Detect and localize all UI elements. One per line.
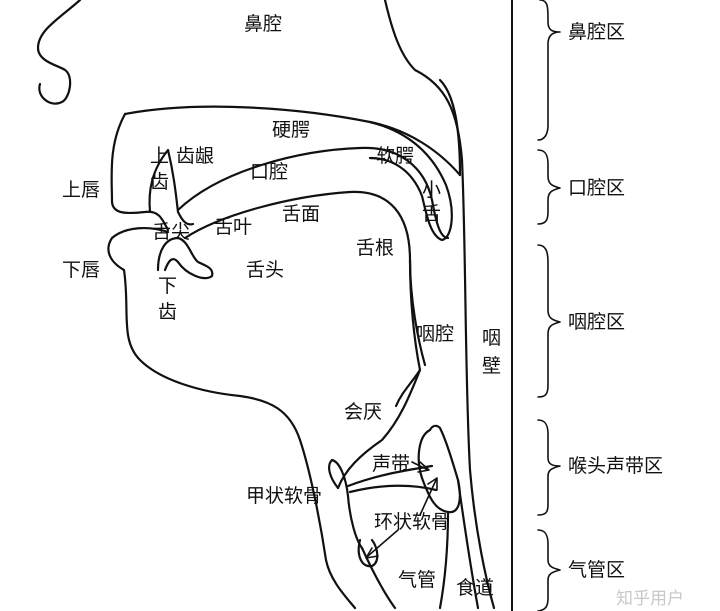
trachea-left-wall (360, 546, 397, 610)
upper-lip-outline (110, 112, 170, 232)
label-vocal-cords: 声带 (372, 453, 410, 475)
brace-oral (537, 149, 561, 225)
thyroid-cartilage-outline (328, 458, 364, 550)
lower-teeth-outline (156, 236, 214, 280)
label-lower-teeth-2: 齿 (158, 301, 177, 323)
anatomy-outline (36, 0, 496, 610)
label-epiglottis: 会厌 (344, 401, 382, 423)
label-upper-lip: 上唇 (62, 179, 100, 201)
arrow-trachea-head (365, 547, 379, 559)
brace-larynx (537, 419, 561, 516)
watermark-text: 知乎用户 (616, 589, 684, 609)
label-cricoid-cartilage: 环状软骨 (374, 511, 450, 533)
nose-outline (36, 0, 82, 105)
tongue-upper-contour (183, 190, 427, 367)
region-labels: 鼻腔区 口腔区 咽腔区 喉头声带区 气管区 (568, 21, 663, 581)
anatomy-labels: 鼻腔 硬腭 上 齿 齿龈 软腭 上唇 口腔 小 舌 舌尖 舌叶 舌面 舌根 下唇… (62, 13, 501, 599)
label-pharynx: 咽腔 (416, 323, 454, 345)
trachea-right-wall (438, 510, 450, 610)
label-hard-palate: 硬腭 (272, 119, 310, 141)
label-lower-teeth-1: 下 (158, 275, 177, 297)
label-tongue-root: 舌根 (356, 237, 394, 259)
label-tongue-tip: 舌尖 (152, 221, 190, 243)
pharynx-front-edge (394, 258, 422, 408)
arrow-trachea (367, 529, 399, 557)
epiglottis-outline (336, 368, 422, 490)
region-brackets (511, 0, 561, 611)
brace-trachea (537, 529, 561, 611)
upper-teeth-outline (148, 148, 195, 226)
brace-pharynx (537, 244, 561, 398)
label-tongue-blade: 舌叶 (214, 216, 252, 238)
arrow-vocal-cords-head (417, 461, 430, 473)
lower-lip-outline (107, 226, 357, 610)
label-uvula-1: 小 (422, 179, 441, 201)
label-upper-teeth-2: 齿 (150, 171, 169, 193)
palate-inner-line (176, 146, 450, 240)
vocal-cords-lower (348, 484, 438, 494)
cricoid-right-outline (417, 424, 461, 514)
label-pharynx-wall-1: 咽 (482, 327, 501, 349)
brace-nasal (537, 0, 561, 141)
arrow-cricoid-head (427, 477, 438, 491)
arrow-vocal-cords (411, 461, 429, 471)
label-lower-lip: 下唇 (62, 259, 100, 281)
arrows (365, 461, 438, 559)
zone-larynx: 喉头声带区 (568, 455, 663, 477)
label-pharynx-wall-2: 壁 (482, 355, 501, 377)
label-thyroid-cartilage: 甲状软骨 (246, 485, 322, 507)
arrow-cricoid (419, 479, 437, 516)
label-soft-palate: 软腭 (376, 145, 414, 167)
zone-trachea: 气管区 (568, 559, 625, 581)
zone-nasal: 鼻腔区 (568, 21, 625, 43)
label-tongue-front: 舌面 (282, 203, 320, 225)
hard-palate-roof (123, 105, 462, 177)
label-upper-teeth-1: 上 (150, 145, 169, 167)
label-uvula-2: 舌 (422, 203, 441, 225)
label-nasal-cavity: 鼻腔 (244, 13, 282, 35)
zone-oral: 口腔区 (568, 177, 625, 199)
label-tongue-body: 舌头 (246, 259, 284, 281)
label-alveolar-ridge: 齿龈 (176, 145, 214, 167)
label-esophagus: 食道 (456, 577, 494, 599)
soft-palate-outline (368, 120, 453, 242)
label-oral-cavity: 口腔 (250, 161, 288, 183)
nasal-roof-line (438, 78, 462, 177)
label-trachea: 气管 (398, 569, 436, 591)
pharynx-posterior-wall (383, 0, 496, 610)
zone-pharynx: 咽腔区 (568, 311, 625, 333)
esophagus-wall (456, 478, 480, 610)
